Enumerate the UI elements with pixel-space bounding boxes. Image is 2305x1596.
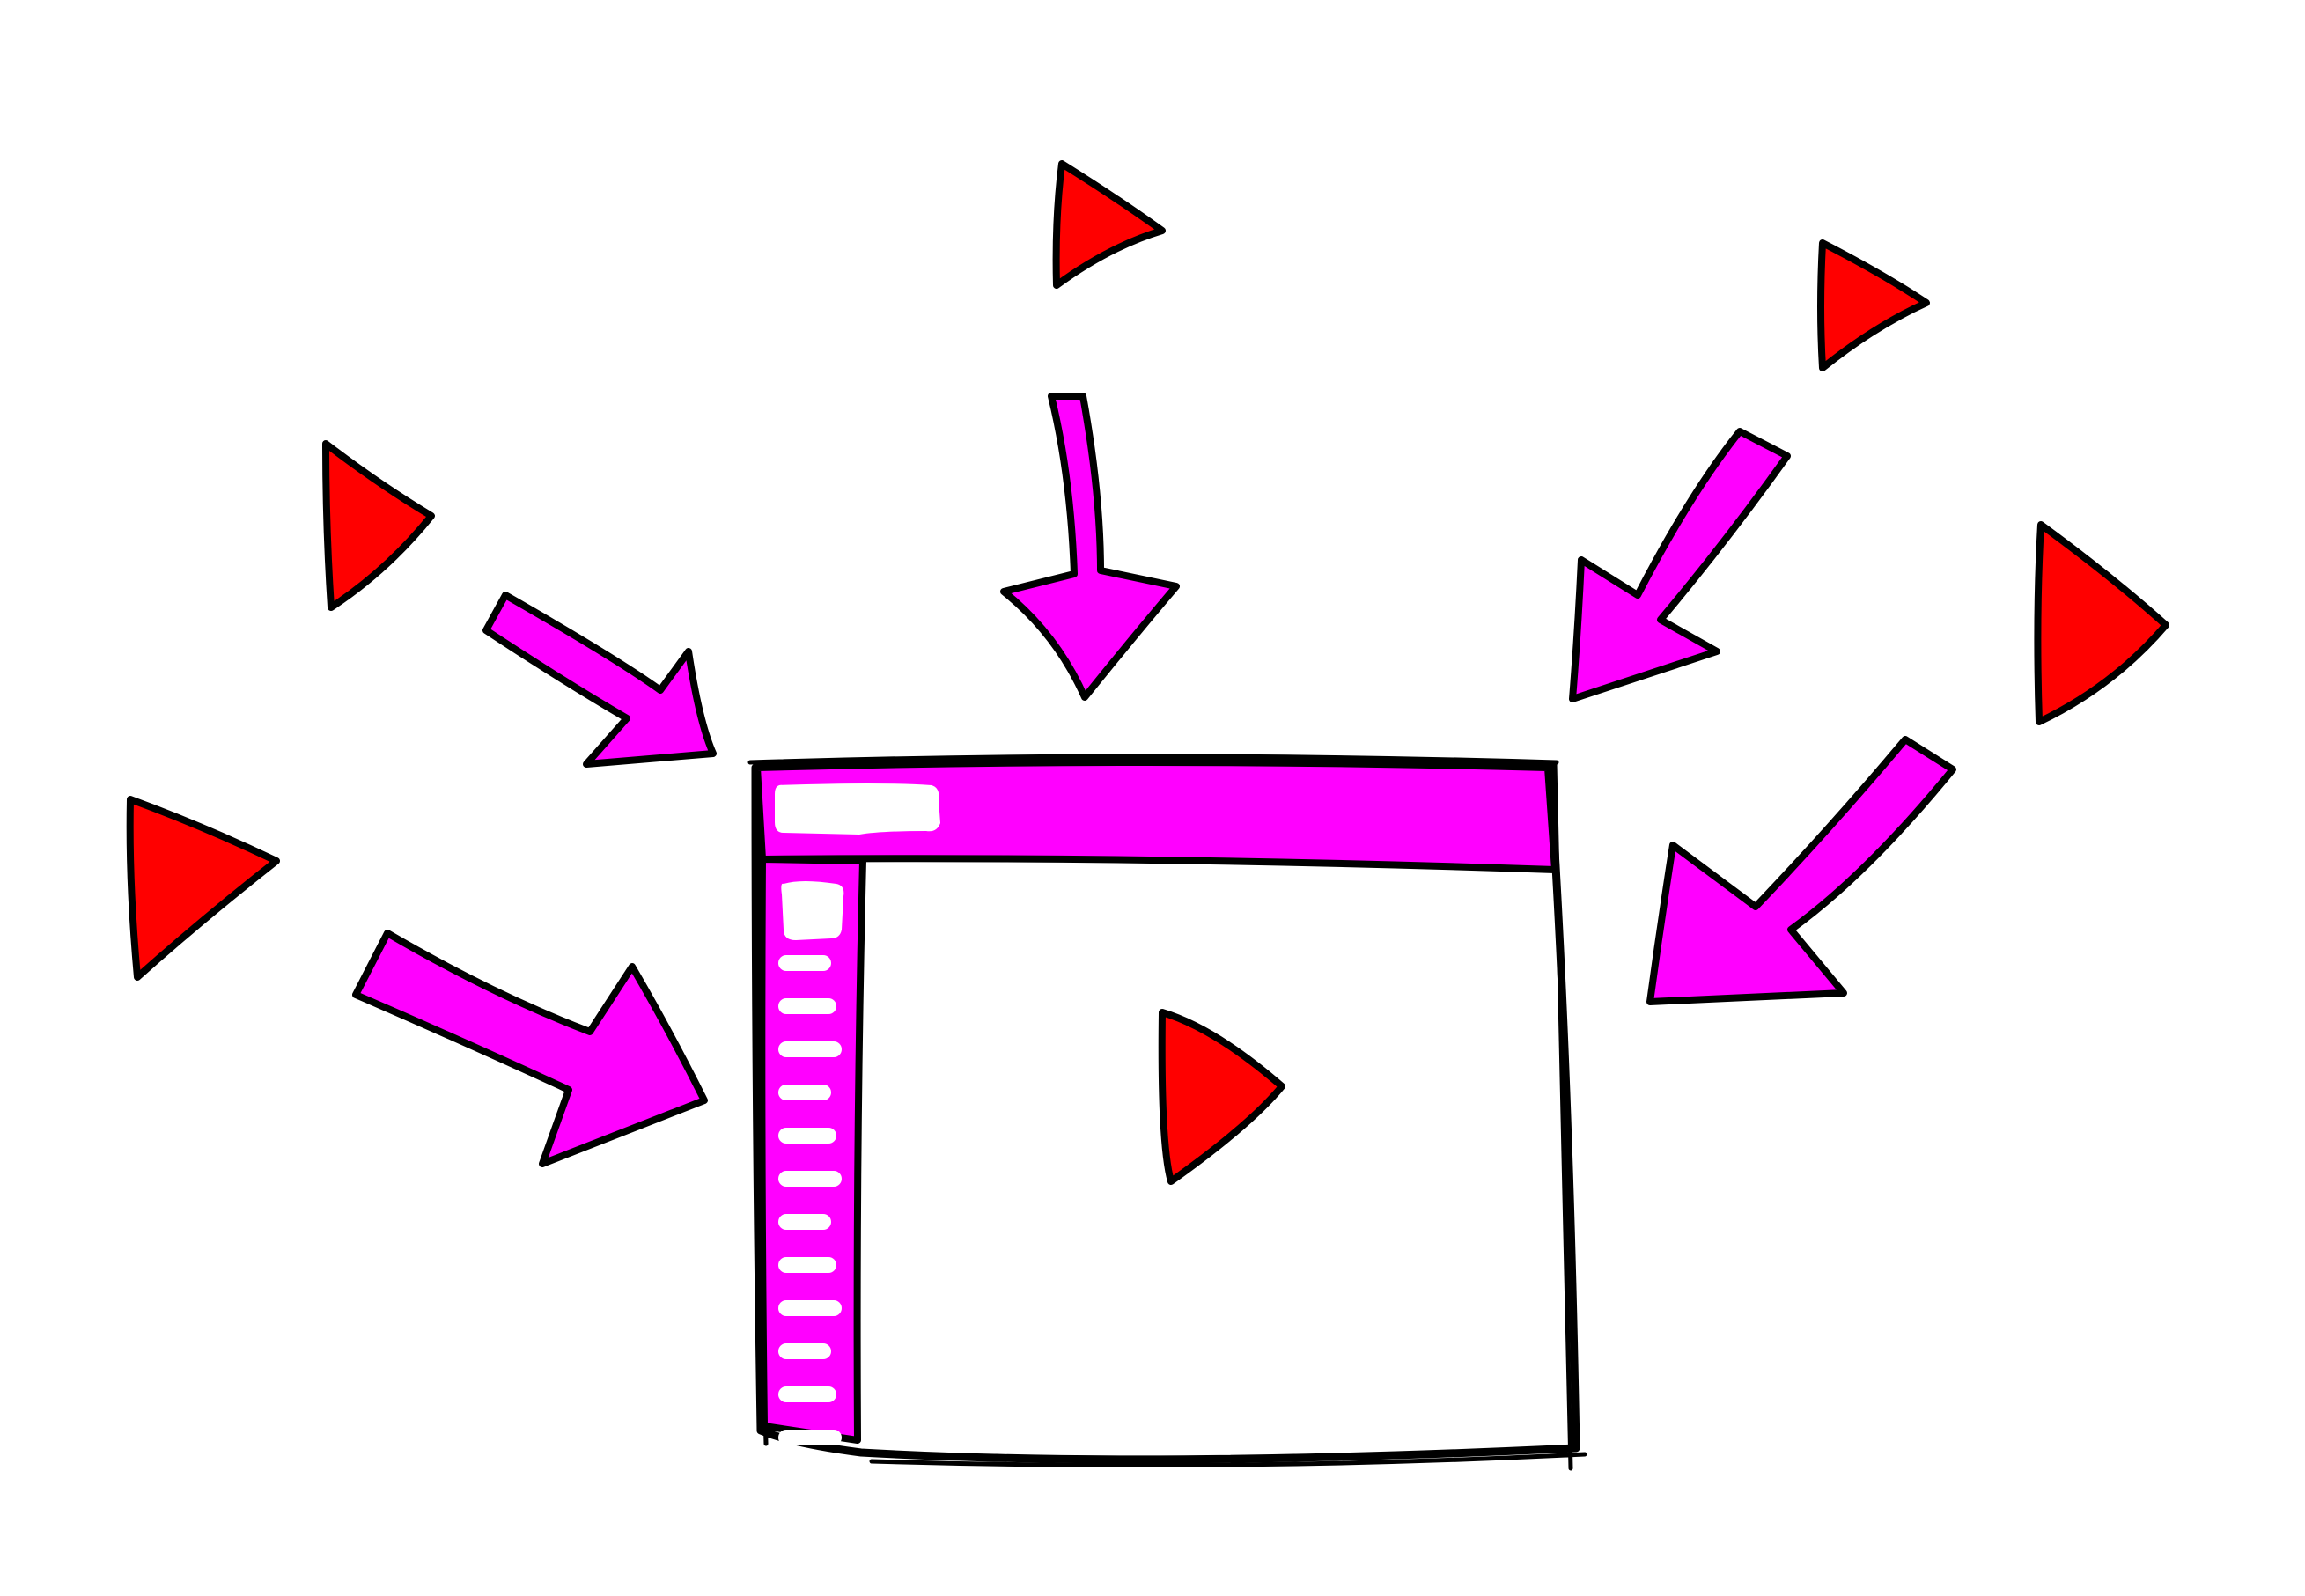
- sidebar-item-placeholder: [778, 1041, 842, 1057]
- play-icon: [1817, 239, 1930, 371]
- sidebar-item-placeholder: [778, 1343, 831, 1359]
- sidebar-item-list: [778, 955, 842, 1445]
- sidebar-item-placeholder: [778, 1386, 836, 1402]
- sidebar-item-placeholder: [778, 1085, 831, 1100]
- arrow-icon: [482, 592, 717, 768]
- title-bar: [754, 759, 1558, 873]
- play-icon: [2034, 521, 2169, 725]
- sidebar-item-placeholder: [778, 1171, 842, 1187]
- sidebar-item-placeholder: [778, 1300, 842, 1316]
- sidebar-item-placeholder: [778, 955, 831, 971]
- play-icon: [1158, 1009, 1285, 1185]
- arrow-icon: [1646, 736, 1956, 1005]
- play-icon: [322, 440, 435, 611]
- play-icon: [1052, 160, 1166, 289]
- sidebar-item-placeholder: [778, 1430, 842, 1445]
- sidebar-item-placeholder: [778, 1257, 836, 1273]
- arrow-group: [352, 393, 1956, 1167]
- arrow-icon: [352, 930, 708, 1167]
- sidebar-item-placeholder: [778, 998, 836, 1014]
- title-placeholder: [775, 783, 940, 835]
- play-icon: [126, 796, 280, 981]
- sidebar-item-placeholder: [778, 1214, 831, 1230]
- sidebar-item-placeholder: [781, 881, 844, 940]
- arrow-icon: [1000, 393, 1180, 701]
- app-window: [747, 754, 1587, 1471]
- window-frame-sketch: [747, 754, 1587, 1471]
- play-triangle-group: [126, 160, 2169, 981]
- sidebar-item-placeholder: [778, 1128, 836, 1144]
- arrow-icon: [1569, 428, 1791, 702]
